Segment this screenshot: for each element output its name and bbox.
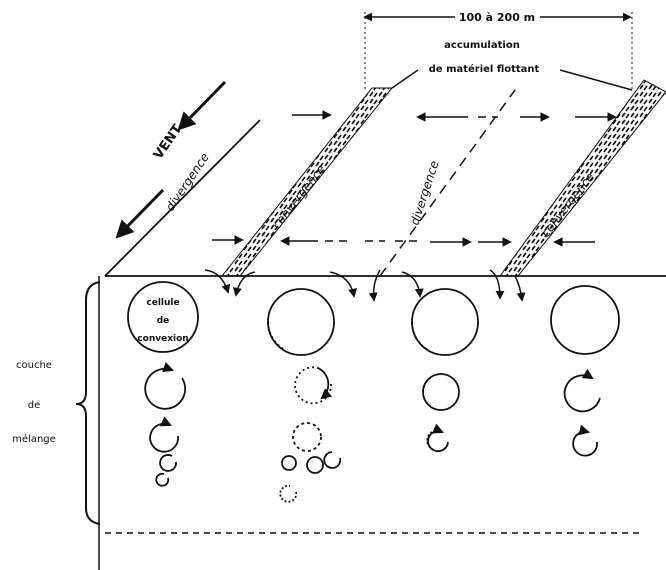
cell-label-line1: cellule [146, 298, 179, 308]
vortex-column-4 [550, 285, 620, 457]
surface-curls [204, 269, 526, 302]
wind-label: VENT [151, 122, 186, 162]
vortex-column-3 [411, 288, 479, 453]
convergence-1-label: convergence [269, 162, 328, 232]
surface-left-edge [104, 119, 261, 277]
width-marker-label: 100 à 200 m [459, 11, 535, 24]
convergence-band-1: convergence [220, 87, 394, 277]
wind-arrow-bottom [115, 188, 165, 239]
cell-label-line3: convexion [137, 334, 188, 344]
accumulation-line1: accumulation [444, 40, 520, 51]
convergence-band-2: convergence [499, 79, 666, 277]
divergence-center-label: divergence [408, 159, 442, 227]
cell-label-line2: de [157, 316, 170, 326]
convergence-2-label: convergence [538, 170, 597, 240]
mixing-layer-bracket: couche de mélange [12, 281, 101, 525]
layer-label-line2: de [28, 400, 41, 411]
wind-arrow-top [177, 80, 227, 131]
divergence-left-label: divergence [163, 150, 212, 213]
accumulation-label: accumulation de matériel flottant [391, 40, 633, 91]
mixing-layer-bottom [98, 276, 640, 570]
divergence-center: divergence [379, 89, 516, 277]
width-marker: 100 à 200 m [363, 11, 633, 90]
layer-label-line1: couche [16, 360, 52, 371]
vortex-column-1: cellule de convexion [127, 281, 199, 487]
layer-label-line3: mélange [12, 433, 56, 445]
vortex-column-2 [267, 288, 342, 503]
surface-flow-upper [292, 110, 617, 122]
accumulation-line2: de matériel flottant [429, 63, 540, 75]
convection-cell [127, 281, 199, 353]
surface-flow-lower [212, 235, 595, 247]
